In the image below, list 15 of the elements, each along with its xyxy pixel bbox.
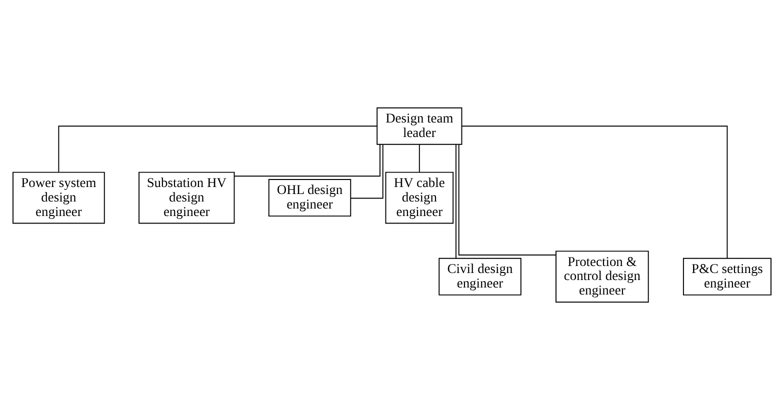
node-box: Substation HV design engineer	[138, 172, 235, 224]
node-box: OHL design engineer	[268, 179, 352, 217]
node-box: P&C settings engineer	[682, 258, 772, 296]
node-box: Design team leader	[376, 107, 462, 145]
node-box: Protection & control design engineer	[556, 250, 649, 303]
connector	[418, 144, 420, 173]
connector	[458, 144, 556, 256]
connector	[58, 126, 378, 172]
node-box: HV cable design engineer	[385, 172, 454, 224]
connector	[461, 126, 728, 259]
connector	[234, 144, 380, 177]
connector	[455, 144, 456, 259]
connector	[350, 144, 384, 199]
node-box: Civil design engineer	[438, 258, 522, 296]
node-box: Power system design engineer	[12, 172, 105, 224]
